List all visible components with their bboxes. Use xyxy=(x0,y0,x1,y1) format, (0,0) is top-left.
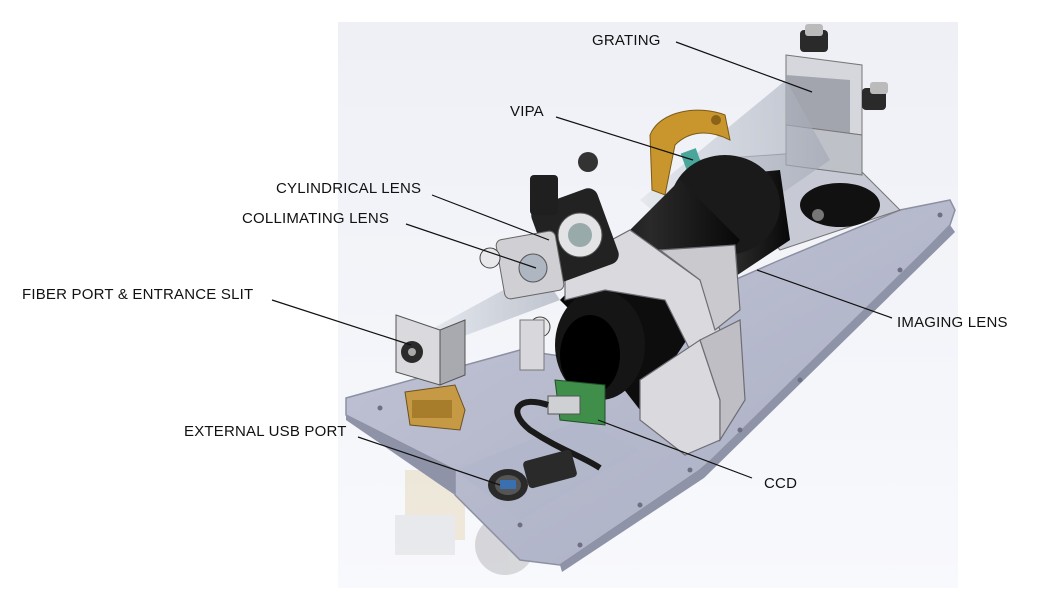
grating-label: GRATING xyxy=(592,32,661,49)
cylindrical-lens-label: CYLINDRICAL LENS xyxy=(276,180,422,197)
leader-lines xyxy=(271,41,893,486)
external-usb-port-label: EXTERNAL USB PORT xyxy=(184,423,347,440)
ccd-label: CCD xyxy=(764,475,798,492)
imaging-lens-label: IMAGING LENS xyxy=(897,314,1008,331)
lens-cage xyxy=(479,152,619,371)
plate-holes xyxy=(377,212,943,548)
usb-port xyxy=(488,449,577,501)
fiber-port-label: FIBER PORT & ENTRANCE SLIT xyxy=(22,286,254,303)
collimating-lens-label: COLLIMATING LENS xyxy=(242,210,390,227)
vipa-label: VIPA xyxy=(510,103,544,120)
base-plate-edge-right xyxy=(560,225,955,572)
base-plate-edge xyxy=(346,415,455,495)
ccd-board xyxy=(514,379,606,471)
fiber-port-block xyxy=(395,314,466,431)
